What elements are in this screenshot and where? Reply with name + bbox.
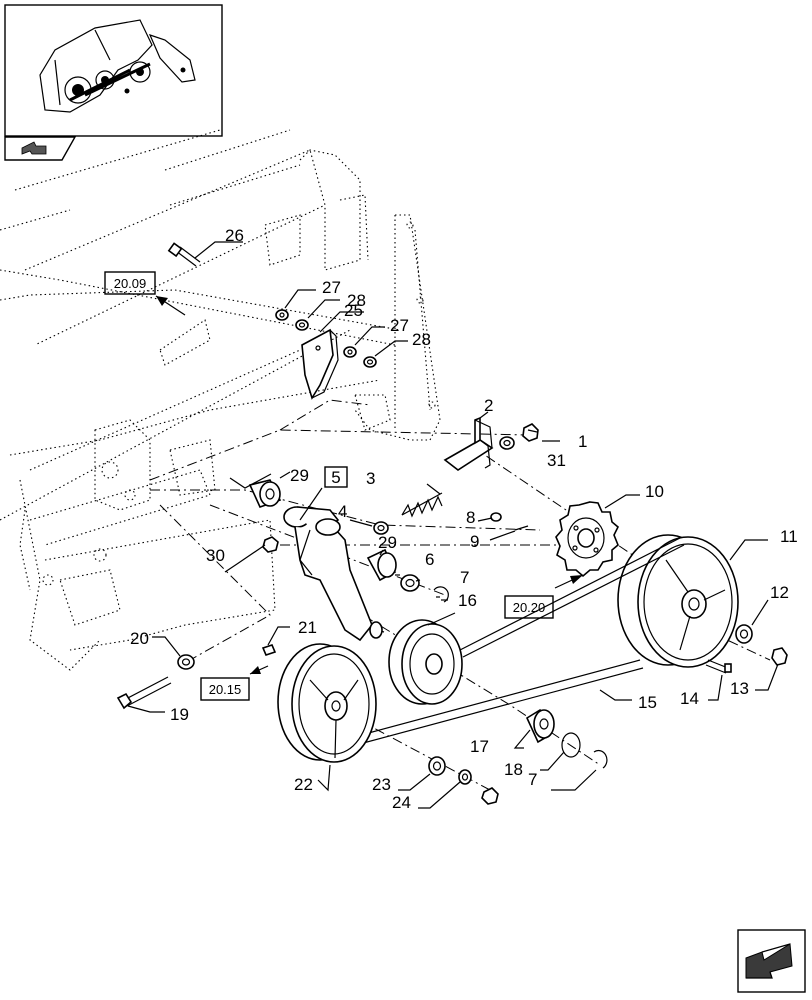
callout-number: 9 [470, 532, 479, 551]
callout-number: 13 [730, 679, 749, 698]
callout-number: 23 [372, 775, 391, 794]
washer-12[interactable] [735, 624, 753, 644]
callout-number: 14 [680, 689, 699, 708]
callout-number: 19 [170, 705, 189, 724]
tensioner-arm-5[interactable] [283, 506, 373, 642]
snap-ring-18[interactable] [561, 732, 581, 758]
nut-30[interactable] [262, 536, 279, 553]
callout-number: 20 [130, 629, 149, 648]
nut-28-lower[interactable] [363, 356, 377, 368]
key-9[interactable] [514, 525, 529, 531]
callout-number: 15 [638, 693, 657, 712]
nut-13[interactable] [771, 647, 788, 666]
washer-24[interactable] [458, 769, 472, 785]
callout-labels: 1 2 3 4 6 7 7 8 9 10 11 12 13 14 15 16 1… [130, 226, 798, 812]
washer-4[interactable] [373, 521, 389, 535]
callout-number: 24 [392, 793, 411, 812]
v-belt-15[interactable] [349, 537, 685, 747]
callout-number: 27 [322, 278, 341, 297]
callout-number: 18 [504, 760, 523, 779]
callout-number: 1 [578, 432, 587, 451]
washer-20[interactable] [177, 654, 195, 670]
callout-number: 3 [366, 469, 375, 488]
callout-number: 7 [460, 568, 469, 587]
callout-number: 7 [528, 770, 537, 789]
bolt-26[interactable] [167, 242, 201, 267]
callout-number: 28 [412, 330, 431, 349]
machine-overview-thumbnail-icon [39, 19, 196, 113]
pulley-11[interactable] [617, 534, 739, 668]
callout-number: 4 [338, 502, 347, 521]
reference-label: 20.09 [114, 276, 147, 291]
callout-number: 30 [206, 546, 225, 565]
washer-27-lower[interactable] [343, 346, 357, 358]
next-page-button[interactable] [737, 929, 806, 993]
spring-3[interactable] [401, 492, 443, 518]
overview-thumbnail[interactable] [4, 4, 223, 137]
callout-number: 25 [344, 301, 363, 320]
callout-number: 17 [470, 737, 489, 756]
callout-number: 2 [484, 396, 493, 415]
bushing-29-lower[interactable] [366, 548, 397, 582]
washer-31[interactable] [499, 436, 515, 450]
bolt-19[interactable] [116, 676, 172, 710]
callout-number: 12 [770, 583, 789, 602]
screw-8[interactable] [490, 512, 502, 522]
nut-1[interactable] [522, 423, 539, 442]
assembly-box-5[interactable]: 5 [324, 466, 348, 488]
callout-number: 31 [547, 451, 566, 470]
callout-number: 27 [390, 316, 409, 335]
key-21[interactable] [261, 644, 277, 656]
nut-28-upper[interactable] [295, 319, 309, 331]
bracket-25[interactable] [301, 328, 339, 400]
bushing-29-upper[interactable] [248, 479, 282, 508]
callout-number: 5 [331, 468, 340, 487]
bearing-17[interactable] [525, 708, 555, 744]
reference-arrows [155, 295, 584, 675]
washer-23[interactable] [428, 756, 446, 776]
washer-27-upper[interactable] [275, 309, 289, 321]
next-page-arrow-icon [745, 943, 793, 979]
reference-label: 20.20 [513, 600, 546, 615]
reference-label: 20.15 [209, 682, 242, 697]
bracket-2[interactable] [443, 416, 494, 471]
circlip-7-lower[interactable] [593, 749, 608, 769]
callout-number: 16 [458, 591, 477, 610]
nut-pulley-22[interactable] [481, 787, 499, 805]
washer-6[interactable] [400, 574, 420, 592]
reference-box-20-20[interactable]: 20.20 [504, 595, 554, 619]
leader-lines [127, 241, 779, 809]
callout-number: 22 [294, 775, 313, 794]
callout-number: 26 [225, 226, 244, 245]
reference-box-20-09[interactable]: 20.09 [104, 271, 156, 295]
callout-number: 11 [780, 527, 798, 546]
callout-number: 21 [298, 618, 317, 637]
pulley-22[interactable] [277, 643, 377, 763]
callout-number: 28 [347, 291, 366, 310]
callout-number: 29 [290, 466, 309, 485]
reference-box-20-15[interactable]: 20.15 [200, 677, 250, 701]
callout-number: 8 [466, 508, 475, 527]
sprocket-10[interactable] [555, 501, 619, 578]
callout-number: 29 [378, 533, 397, 552]
bolt-14[interactable] [705, 659, 732, 674]
pulley-16[interactable] [369, 619, 463, 705]
navigation-arrow-icon[interactable] [4, 136, 77, 161]
chassis-frame-outline [0, 129, 441, 671]
callout-number: 10 [645, 482, 664, 501]
callout-number: 6 [425, 550, 434, 569]
